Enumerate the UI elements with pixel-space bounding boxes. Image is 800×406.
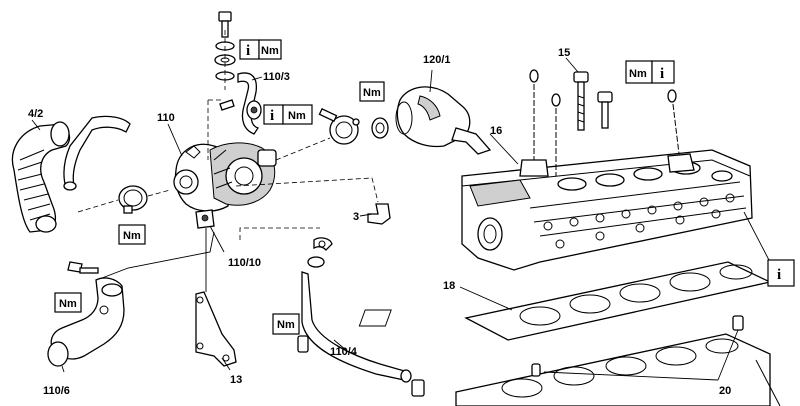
- badge-nm-clamp: Nm: [118, 224, 146, 245]
- head-bolts-15: [573, 71, 613, 131]
- dowel-pins-20: [531, 315, 744, 377]
- lifting-chains: [519, 69, 695, 177]
- label-110-6: 110/6: [43, 385, 70, 397]
- label-110-3: 110/3: [263, 71, 290, 83]
- label-20: 20: [719, 385, 731, 397]
- turbocharger-110: [173, 142, 277, 229]
- engine-block-deck: [455, 333, 781, 406]
- hose-clamp: [118, 185, 148, 214]
- head-side-holes: [543, 193, 735, 249]
- torque-nm-badge: Nm: [363, 87, 381, 99]
- torque-nm-badge: Nm: [261, 45, 279, 57]
- badge-nm-cat: Nm: [359, 81, 385, 102]
- cylinder-head: [461, 149, 753, 271]
- torque-nm-badge: Nm: [123, 230, 141, 242]
- info-icon: i: [246, 43, 250, 59]
- badge-i-gasket: i: [767, 259, 795, 287]
- label-16: 16: [490, 125, 502, 137]
- label-110-10: 110/10: [228, 257, 261, 269]
- label-110: 110: [157, 112, 175, 124]
- torque-nm-badge: Nm: [59, 298, 77, 310]
- exhaust-clamp-ring: [318, 108, 389, 145]
- label-15: 15: [558, 47, 570, 59]
- oil-return-line-110-4: [297, 237, 425, 397]
- badge-nm-i-turbo: i Nm: [263, 104, 313, 125]
- dash-pipe: [101, 231, 215, 279]
- label-4-2: 4/2: [28, 108, 43, 120]
- catalytic-converter-120-1: [395, 86, 492, 155]
- badge-nm-i-oilline: i Nm: [239, 39, 282, 60]
- badge-nm-i-head: Nm i: [625, 60, 675, 84]
- dash-turbo-cat: [275, 137, 331, 161]
- cylinder-head-ports: [557, 161, 733, 191]
- label-18: 18: [443, 280, 455, 292]
- torque-nm-badge: Nm: [277, 319, 295, 331]
- dash-clamp-turbo: [147, 189, 171, 197]
- part-labels: 4/2 110 110/3 120/1 15 16 3 110/10 18 11…: [28, 47, 731, 397]
- badge-nm-pipe: Nm: [54, 292, 82, 313]
- dash-return: [239, 227, 320, 240]
- label-3: 3: [353, 211, 359, 223]
- oil-feed-line-110-3: [214, 11, 262, 135]
- label-120-1: 120/1: [423, 54, 451, 66]
- head-gasket-18: [358, 261, 772, 341]
- dash-hose-clamp: [77, 199, 119, 213]
- torque-nm-badge: Nm: [629, 68, 647, 80]
- support-bracket-13: [195, 291, 237, 367]
- label-110-4: 110/4: [330, 346, 358, 358]
- oil-drain-pipe-110-6: [47, 261, 125, 367]
- dash-elbow: [235, 177, 379, 203]
- hose-elbow-3: [367, 203, 391, 225]
- intake-hose-4-2: [11, 115, 131, 233]
- info-icon: i: [660, 66, 664, 82]
- info-icon: i: [270, 108, 274, 124]
- label-13: 13: [230, 374, 242, 386]
- torque-nm-badge: Nm: [288, 110, 306, 122]
- badge-nm-return: Nm: [272, 313, 300, 335]
- info-icon: i: [777, 267, 781, 283]
